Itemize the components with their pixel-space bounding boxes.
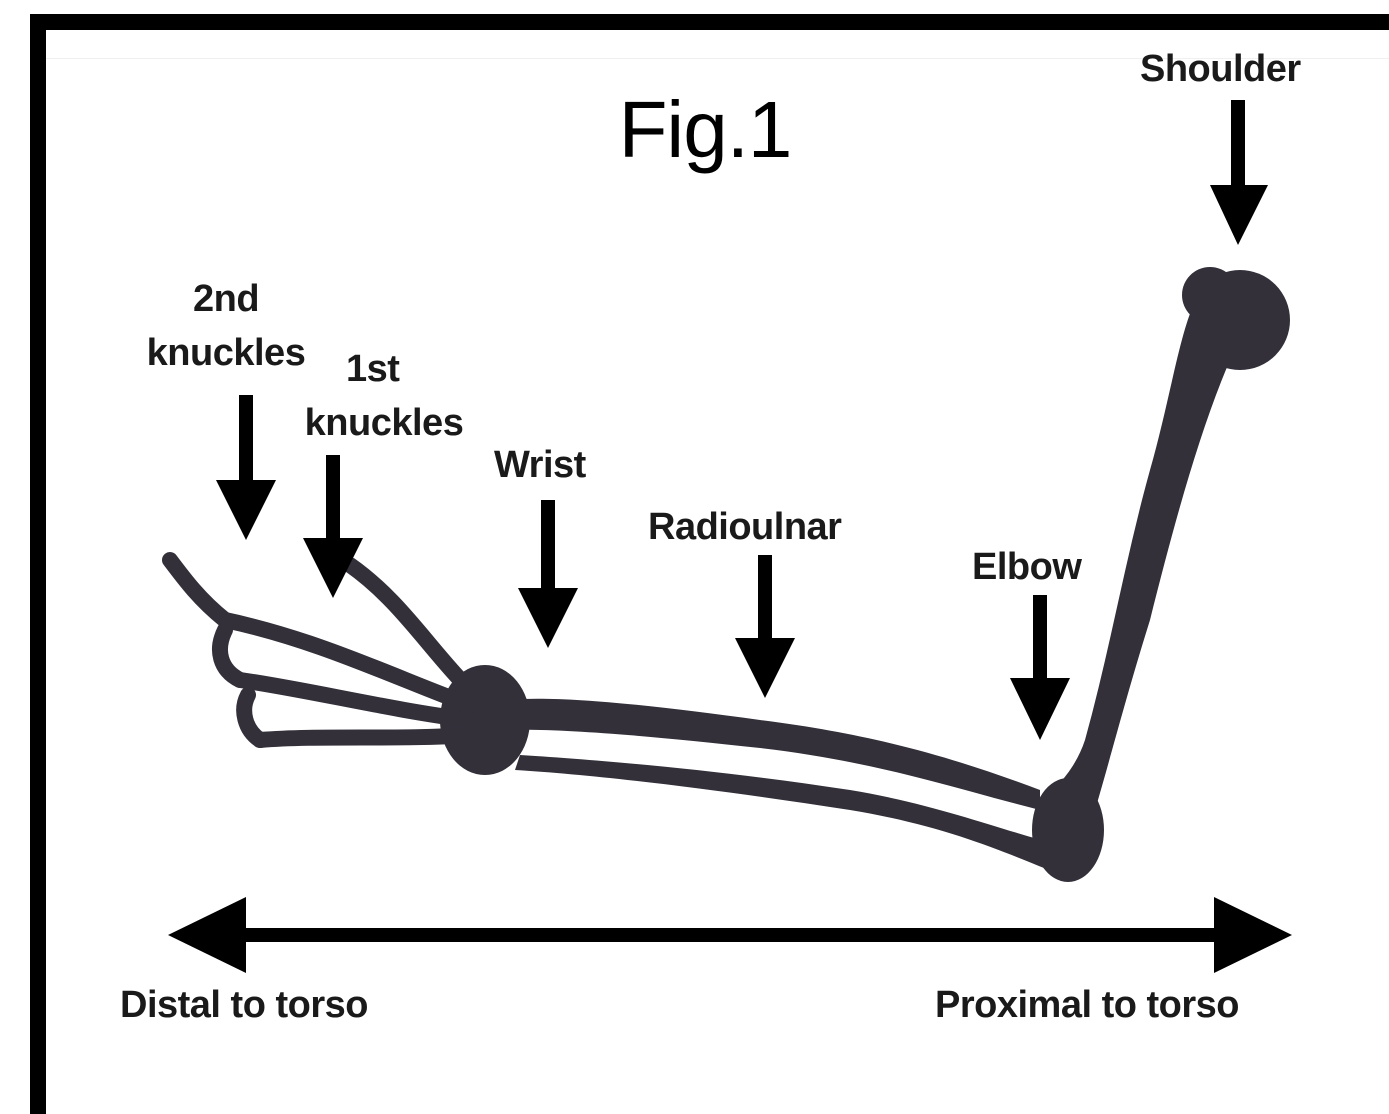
radioulnar-arrowhead	[735, 638, 795, 698]
distal-arrowhead	[168, 897, 246, 973]
second-knuckles-label-line1: 2nd	[128, 272, 324, 326]
elbow-arrowhead	[1010, 678, 1070, 740]
proximal-arrowhead	[1214, 897, 1292, 973]
proximal-label: Proximal to torso	[935, 978, 1239, 1032]
first-knuckles-label-line2: knuckles	[286, 396, 482, 450]
finger-tip-1	[170, 560, 225, 620]
finger-tip-2	[220, 630, 240, 680]
radioulnar-label: Radioulnar	[648, 500, 841, 554]
distal-proximal-double-arrow	[168, 897, 1292, 973]
first-knuckles-label: 1st knuckles	[286, 342, 482, 450]
first-knuckles-label-line1: 1st	[286, 342, 482, 396]
elbow-label: Elbow	[972, 540, 1081, 594]
distal-label: Distal to torso	[120, 978, 368, 1032]
second-knuckles-arrowhead	[216, 480, 276, 540]
wrist-label: Wrist	[494, 438, 586, 492]
finger-bone-3	[260, 735, 470, 740]
finger-tip-3	[244, 695, 260, 740]
shoulder-label: Shoulder	[1140, 42, 1301, 96]
wrist-arrowhead	[518, 588, 578, 648]
shoulder-arrowhead	[1210, 185, 1268, 245]
